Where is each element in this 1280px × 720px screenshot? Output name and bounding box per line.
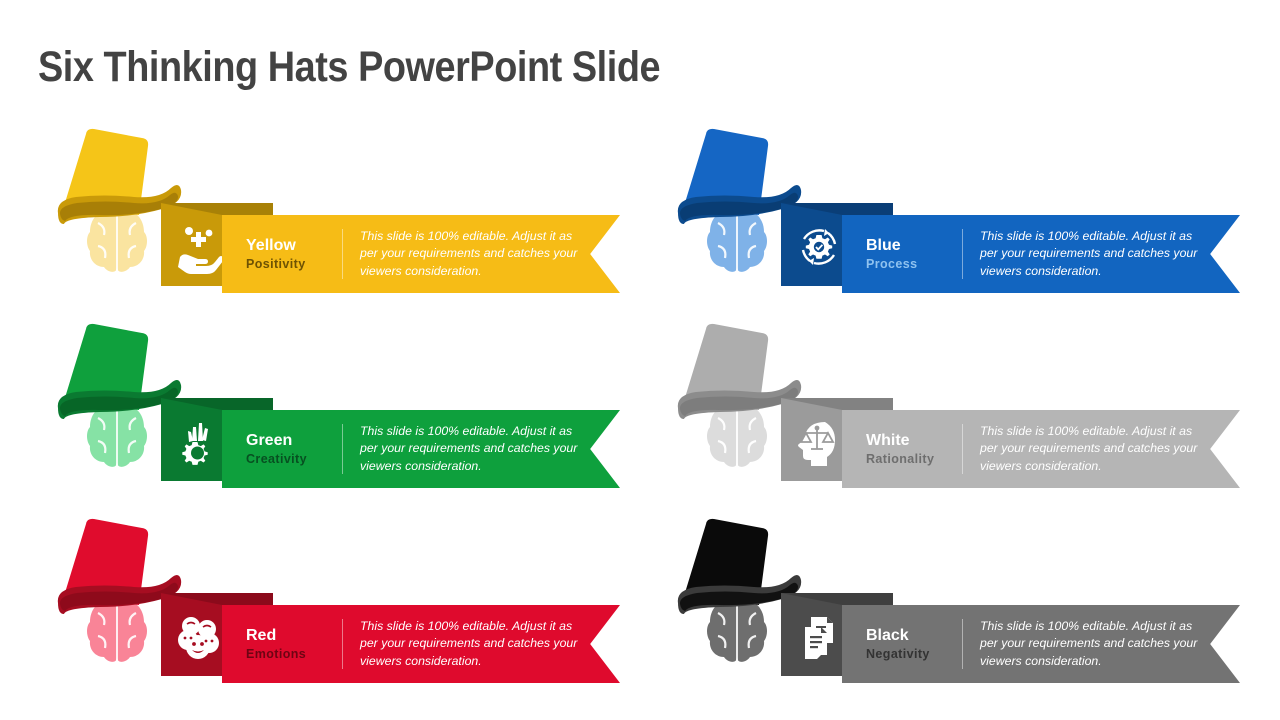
top-hat-brain-icon — [662, 120, 812, 285]
ribbon-divider — [342, 424, 343, 474]
gear-cycle-icon — [791, 219, 847, 275]
ribbon-divider — [342, 229, 343, 279]
hat-trait: Process — [866, 256, 918, 271]
page-title: Six Thinking Hats PowerPoint Slide — [38, 43, 661, 91]
ribbon-blue[interactable]: Blue Process This slide is 100% editable… — [842, 215, 1240, 293]
document-checklist-icon — [791, 609, 847, 665]
ribbon-divider — [962, 424, 963, 474]
top-hat-brain-icon — [662, 315, 812, 480]
hat-trait: Rationality — [866, 451, 935, 466]
hat-description: This slide is 100% editable. Adjust it a… — [980, 228, 1198, 278]
ribbon-red[interactable]: Red Emotions This slide is 100% editable… — [222, 605, 620, 683]
hat-card-red[interactable]: Red Emotions This slide is 100% editable… — [20, 508, 620, 688]
hat-name: Black — [866, 626, 909, 644]
ribbon-labels: Red Emotions — [222, 626, 342, 662]
brain-shape — [87, 210, 147, 272]
ribbon-white[interactable]: White Rationality This slide is 100% edi… — [842, 410, 1240, 488]
brain-shape — [707, 405, 767, 467]
hat-brim — [57, 184, 182, 224]
ribbon-black[interactable]: Black Negativity This slide is 100% edit… — [842, 605, 1240, 683]
ribbon-divider — [962, 619, 963, 669]
ribbon-divider — [342, 619, 343, 669]
hat-trait: Emotions — [246, 646, 307, 661]
hat-brim — [57, 574, 182, 614]
gear-pencils-icon — [171, 414, 227, 470]
hat-name: Yellow — [246, 236, 296, 254]
brain-shape — [707, 600, 767, 662]
ribbon-labels: Green Creativity — [222, 431, 342, 467]
hat-card-black[interactable]: Black Negativity This slide is 100% edit… — [640, 508, 1240, 688]
ribbon-labels: White Rationality — [842, 431, 962, 467]
top-hat-brain-icon — [42, 120, 192, 285]
hat-brim — [677, 379, 802, 419]
hat-trait: Creativity — [246, 451, 307, 466]
hat-crown — [684, 518, 769, 605]
hat-description: This slide is 100% editable. Adjust it a… — [360, 228, 578, 278]
emotion-faces-icon — [171, 609, 227, 665]
top-hat-brain-icon — [662, 510, 812, 675]
hand-holding-plus-icon — [171, 219, 227, 275]
hat-description: This slide is 100% editable. Adjust it a… — [980, 618, 1198, 668]
ribbon-divider — [962, 229, 963, 279]
hat-name: Green — [246, 431, 293, 449]
hat-trait: Negativity — [866, 646, 930, 661]
hat-card-white[interactable]: White Rationality This slide is 100% edi… — [640, 313, 1240, 493]
top-hat-brain-icon — [42, 510, 192, 675]
hat-card-yellow[interactable]: Yellow Positivity This slide is 100% edi… — [20, 118, 620, 298]
hat-crown — [64, 128, 149, 215]
hat-card-blue[interactable]: Blue Process This slide is 100% editable… — [640, 118, 1240, 298]
hat-name: Red — [246, 626, 277, 644]
brain-shape — [87, 600, 147, 662]
hat-crown — [684, 128, 769, 215]
hat-crown — [64, 518, 149, 605]
hat-crown — [684, 323, 769, 410]
hat-description: This slide is 100% editable. Adjust it a… — [980, 423, 1198, 473]
ribbon-labels: Yellow Positivity — [222, 236, 342, 272]
head-balance-scale-icon — [791, 414, 847, 470]
hat-trait: Positivity — [246, 256, 306, 271]
hat-brim — [677, 184, 802, 224]
brain-shape — [707, 210, 767, 272]
hat-name: White — [866, 431, 910, 449]
hat-brim — [677, 574, 802, 614]
ribbon-yellow[interactable]: Yellow Positivity This slide is 100% edi… — [222, 215, 620, 293]
hat-brim — [57, 379, 182, 419]
hat-description: This slide is 100% editable. Adjust it a… — [360, 423, 578, 473]
brain-shape — [87, 405, 147, 467]
hat-crown — [64, 323, 149, 410]
hat-description: This slide is 100% editable. Adjust it a… — [360, 618, 578, 668]
ribbon-labels: Black Negativity — [842, 626, 962, 662]
ribbon-green[interactable]: Green Creativity This slide is 100% edit… — [222, 410, 620, 488]
top-hat-brain-icon — [42, 315, 192, 480]
hat-name: Blue — [866, 236, 901, 254]
hat-card-green[interactable]: Green Creativity This slide is 100% edit… — [20, 313, 620, 493]
ribbon-labels: Blue Process — [842, 236, 962, 272]
